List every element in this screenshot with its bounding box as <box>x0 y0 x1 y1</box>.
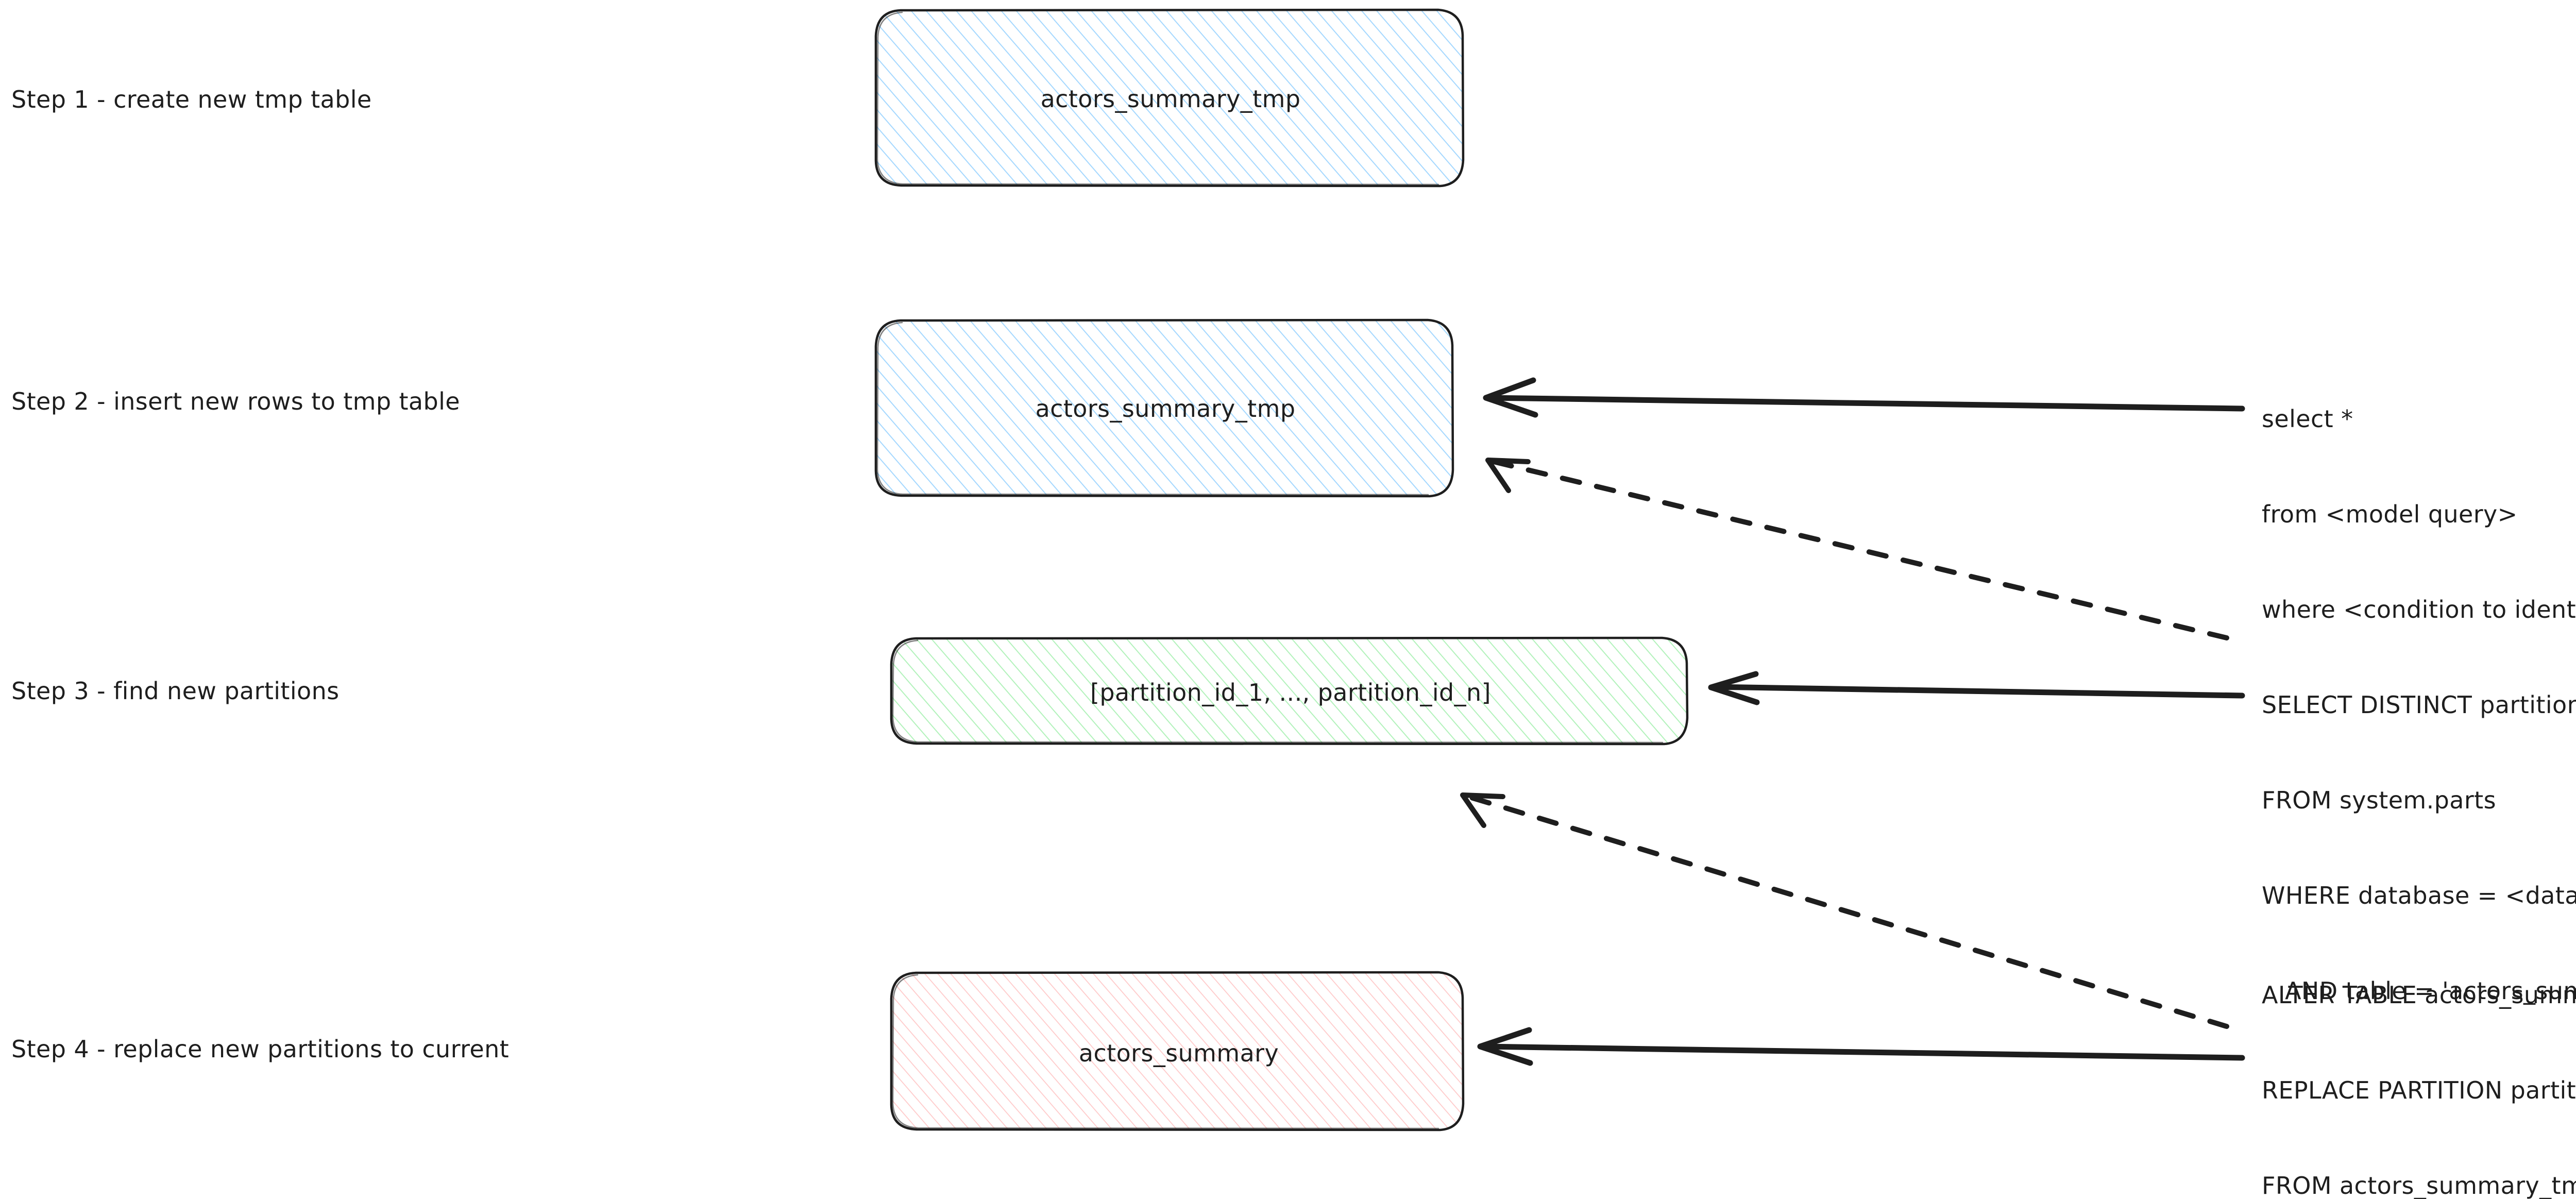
find-partitions-sql-line-1: SELECT DISTINCT partition_id <box>2262 691 2576 719</box>
replace-sql-line-3: FROM actors_summary_tmp, <box>2262 1172 2576 1199</box>
find-partitions-sql-annotation: SELECT DISTINCT partition_id FROM system… <box>2262 626 2576 1071</box>
step-4-label: Step 4 - replace new partitions to curre… <box>11 1035 510 1063</box>
find-partitions-sql-line-3: WHERE database = <database> <box>2262 882 2576 909</box>
replace-sql-line-2: REPLACE PARTITION partition_id_1 <box>2262 1076 2576 1105</box>
find-partitions-sql-line-2: FROM system.parts <box>2262 786 2496 815</box>
find-partitions-sql-line-4: AND table = 'actors_summary_tmp' <box>2285 976 2576 1005</box>
node-partitions-list-label: [partition_id_1, ..., partition_id_n] <box>1090 679 1491 706</box>
step-2-label: Step 2 - insert new rows to tmp table <box>11 387 460 415</box>
replace-partitions-sql-annotation: ALTER TABLE actors_summary REPLACE PARTI… <box>2262 916 2576 1199</box>
node-tmp-table-2-label: actors_summary_tmp <box>1035 395 1296 423</box>
node-tmp-table-1-label: actors_summary_tmp <box>1040 85 1301 113</box>
insert-sql-line-2: from <model query> <box>2262 500 2518 529</box>
step-3-label: Step 3 - find new partitions <box>11 677 340 705</box>
insert-sql-line-3: where <condition to identify new> <box>2262 596 2576 623</box>
insert-sql-line-1: select * <box>2262 405 2353 433</box>
replace-sql-line-1: ALTER TABLE actors_summary <box>2262 981 2576 1009</box>
node-actors-summary-label: actors_summary <box>1078 1039 1279 1067</box>
step-1-label: Step 1 - create new tmp table <box>11 86 372 113</box>
insert-sql-annotation: select * from <model query> where <condi… <box>2262 340 2576 689</box>
